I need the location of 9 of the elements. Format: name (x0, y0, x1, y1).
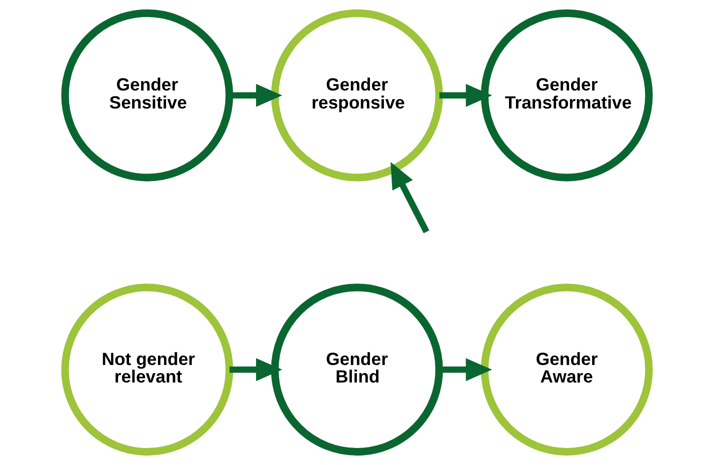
node-circle: Gender Aware (480, 284, 653, 456)
node-circle: Not gender relevant (61, 284, 234, 456)
node-circle: Gender Blind (271, 284, 443, 456)
node-circle: Gender responsive (271, 9, 443, 182)
arrow (390, 162, 430, 234)
node-circle: Gender Transformative (480, 9, 653, 182)
arrow (230, 358, 282, 382)
arrow (439, 84, 492, 107)
node-circle: Gender Sensitive (61, 9, 234, 182)
